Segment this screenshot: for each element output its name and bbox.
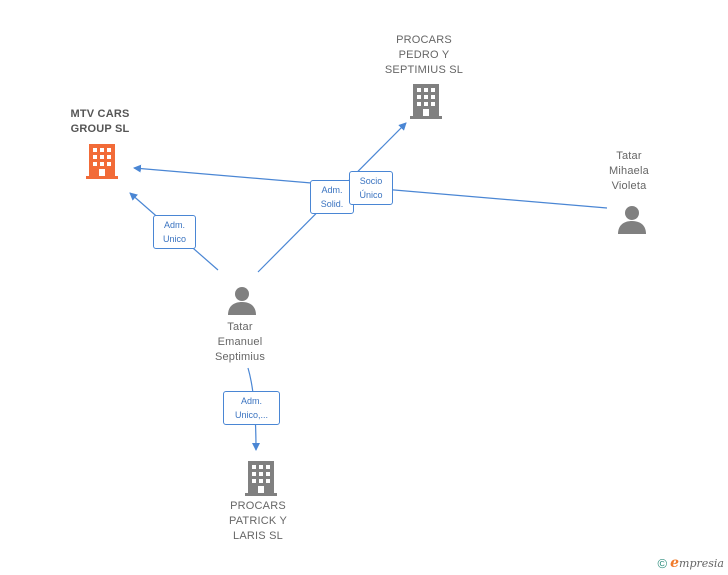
node-label-procars-patrick: PROCARS PATRICK Y LARIS SL <box>228 500 288 542</box>
node-label-tatar-mihaela: Tatar Mihaela Violeta <box>609 150 649 192</box>
building-icon-mtv[interactable] <box>86 143 118 179</box>
building-icon-procars-patrick[interactable] <box>245 460 277 496</box>
edge-label-adm-solid[interactable]: Adm. Solid. <box>310 180 354 214</box>
copyright-icon: © <box>657 555 668 571</box>
building-icon-procars-pedro[interactable] <box>410 83 442 119</box>
node-label-tatar-emanuel: Tatar Emanuel Septimius <box>214 321 266 363</box>
edge-label-adm-unico-mtv[interactable]: Adm. Unico <box>153 215 196 249</box>
node-label-procars-pedro: PROCARS PEDRO Y SEPTIMIUS SL <box>384 34 464 76</box>
footer-brand: © empresia <box>658 555 724 571</box>
node-label-mtv-cars-group: MTV CARS GROUP SL <box>70 108 130 135</box>
person-icon-mihaela[interactable] <box>616 203 648 235</box>
edge-label-socio-unico[interactable]: Socio Único <box>349 171 393 205</box>
empresia-logo: empresia <box>670 555 724 571</box>
edge-label-adm-unico-patrick[interactable]: Adm. Unico,... <box>223 391 280 425</box>
person-icon-emanuel[interactable] <box>226 284 258 316</box>
